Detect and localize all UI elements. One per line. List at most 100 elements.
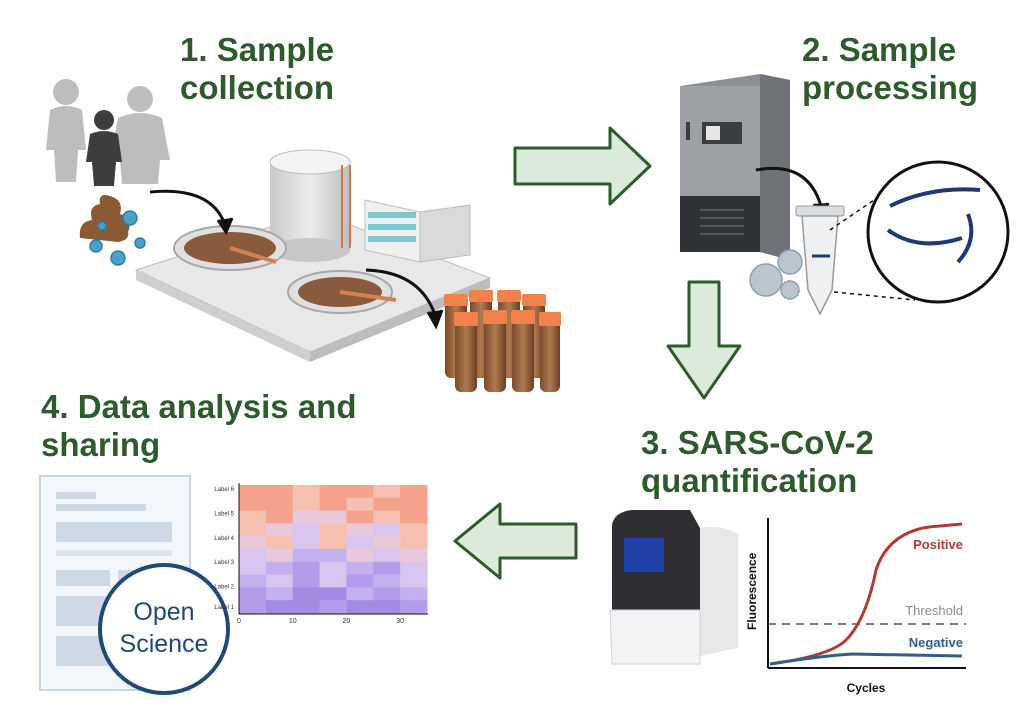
step4-title: 4. Data analysis and sharing (41, 388, 356, 464)
heatmap-cell (346, 485, 374, 499)
heatmap-cell (319, 600, 347, 614)
step2-line2: processing (802, 69, 979, 106)
heatmap-cell (319, 536, 347, 550)
negative-curve (769, 652, 963, 666)
heatmap-cell (346, 561, 374, 576)
heatmap-cell (400, 574, 428, 588)
heatmap-x-tick: 0 (237, 618, 241, 625)
heatmap-cell (292, 549, 321, 563)
heatmap-cell (239, 600, 267, 614)
heatmap-cell (292, 485, 321, 499)
heatmap-cell (400, 485, 428, 499)
threshold-label: Threshold (905, 603, 963, 618)
rna-strands-icon (866, 160, 1010, 304)
heatmap-cell (239, 549, 267, 563)
people-icon (46, 79, 170, 186)
heatmap-cell (373, 485, 401, 499)
heatmap-cell (265, 536, 294, 550)
heatmap-cell (265, 574, 294, 588)
heatmap-cell (265, 549, 294, 563)
heatmap-cell (265, 561, 294, 576)
step4-line1: 4. Data analysis and (41, 388, 357, 425)
heatmap-cell (400, 561, 428, 576)
heatmap-cell (346, 523, 374, 537)
heatmap-cell (265, 587, 294, 601)
heatmap-cell (346, 600, 374, 614)
heatmap-cell (319, 485, 347, 499)
stool-icon (79, 195, 130, 242)
heatmap-x-tick: 10 (289, 618, 297, 625)
positive-curve (769, 522, 963, 666)
treatment-plant-icon (134, 149, 492, 362)
heatmap-cell (373, 549, 401, 563)
step3-line1: 3. SARS-CoV-2 (641, 424, 874, 461)
ylabel: Fluorescence (745, 552, 759, 630)
heatmap-cell (400, 536, 428, 550)
heatmap-cell (265, 600, 294, 614)
virus-icon (749, 249, 803, 300)
heatmap-cell (373, 497, 401, 512)
heatmap-cell (373, 574, 401, 588)
heatmap-cell (239, 497, 267, 512)
heatmap-cell (373, 561, 401, 576)
qpcr-plot: Positive Threshold Negative Fluorescence… (745, 518, 966, 695)
heatmap-cell (265, 523, 294, 537)
step3-title: 3. SARS-CoV-2 quantification (641, 424, 874, 500)
sample-tubes-icon (444, 290, 561, 392)
heatmap-cell (319, 523, 347, 537)
arrow-right (513, 126, 652, 206)
arrow-left (453, 502, 578, 580)
heatmap-cell (400, 523, 428, 537)
heatmap-cell (239, 523, 267, 537)
step2-line1: 2. Sample (802, 31, 957, 68)
xlabel: Cycles (847, 681, 886, 695)
freezer-icon (680, 74, 790, 260)
heatmap-cell (265, 485, 294, 499)
heatmap-cell (292, 587, 321, 601)
heatmap-row-label: Label 1 (214, 605, 234, 611)
microtube-icon (795, 205, 845, 316)
heatmap-row-label: Label 3 (214, 560, 234, 566)
virus-icon (89, 210, 146, 266)
step1-line2: collection (180, 69, 335, 106)
step3-line2: quantification (641, 462, 858, 499)
heatmap-cell (239, 536, 267, 550)
heatmap-cell (373, 510, 401, 524)
positive-label: Positive (913, 537, 963, 552)
heatmap-x-tick: 20 (343, 618, 351, 625)
step2-title: 2. Sample processing (802, 31, 978, 107)
heatmap-cell (319, 587, 347, 601)
open-science-line2: Science (120, 630, 209, 658)
heatmap-cell (346, 549, 374, 563)
heatmap-cell (400, 600, 428, 614)
heatmap-cell (292, 536, 321, 550)
negative-label: Negative (909, 635, 963, 650)
heatmap-cell (292, 523, 321, 537)
zoom-lines (829, 195, 916, 301)
heatmap-cell (319, 561, 347, 576)
heatmap-cell (400, 497, 428, 512)
heatmap-cell (346, 497, 374, 512)
heatmap-cell (292, 497, 321, 512)
heatmap-cell (239, 574, 267, 588)
heatmap-cell (292, 561, 321, 576)
heatmap-cell (319, 574, 347, 588)
heatmap-cell (265, 510, 294, 524)
heatmap-cell (373, 600, 401, 614)
step1-line1: 1. Sample (180, 31, 335, 68)
heatmap-cell (373, 536, 401, 550)
heatmap-cell (319, 510, 347, 524)
heatmap-cell (319, 497, 347, 512)
heatmap-cell (292, 510, 321, 524)
heatmap-cell (346, 510, 374, 524)
heatmap-cell (319, 549, 347, 563)
heatmap-cell (265, 497, 294, 512)
heatmap-cell (239, 510, 267, 524)
heatmap-cell (400, 510, 428, 524)
open-science-badge: Open Science (98, 563, 230, 695)
heatmap-x-tick: 30 (396, 618, 404, 625)
heatmap-cell (239, 561, 267, 576)
heatmap-cell (346, 574, 374, 588)
